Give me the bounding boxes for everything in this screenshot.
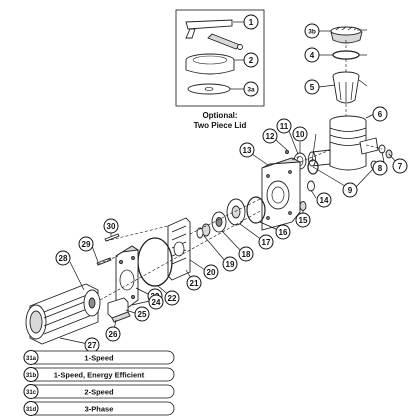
svg-text:27: 27: [88, 341, 97, 350]
svg-text:20: 20: [207, 268, 216, 277]
lid-ring-part: [185, 53, 235, 75]
svg-text:13: 13: [243, 146, 252, 155]
motor-option-31a: 31a 1-Speed: [23, 350, 175, 365]
callout-5: 5: [304, 79, 320, 95]
svg-text:1-Speed, Energy Efficient: 1-Speed, Energy Efficient: [54, 371, 145, 380]
svg-text:24: 24: [152, 298, 161, 307]
svg-text:6: 6: [378, 110, 383, 119]
callout-17: 17: [258, 234, 274, 250]
svg-text:30: 30: [107, 222, 116, 231]
motor-foot-part: [107, 297, 131, 323]
callout-10: 10: [292, 126, 308, 142]
callout-25: 25: [134, 306, 150, 322]
diffuser-oring-part: [246, 196, 266, 224]
callout-8: 8: [372, 160, 388, 176]
callout-2: 2: [243, 52, 259, 68]
svg-text:17: 17: [262, 238, 271, 247]
svg-text:19: 19: [226, 260, 235, 269]
svg-text:2-Speed: 2-Speed: [84, 388, 114, 397]
callout-7: 7: [392, 158, 408, 174]
motor-option-31d: 31d 3-Phase: [23, 401, 175, 416]
strainer-housing-part: [308, 115, 379, 171]
callout-1: 1: [243, 14, 259, 30]
svg-text:22: 22: [168, 294, 177, 303]
svg-text:26: 26: [109, 330, 118, 339]
svg-text:31a: 31a: [26, 356, 37, 362]
svg-text:11: 11: [280, 122, 289, 131]
lid-handle-part: [185, 19, 243, 50]
optional-caption-line2: Two Piece Lid: [194, 121, 247, 130]
svg-text:31b: 31b: [26, 373, 37, 379]
pump-body-part: [261, 157, 302, 231]
callout-29: 29: [78, 236, 94, 252]
motor-option-31c: 31c 2-Speed: [23, 384, 175, 399]
svg-text:18: 18: [242, 250, 251, 259]
svg-text:7: 7: [398, 162, 403, 171]
shaft-seal-part: [196, 223, 211, 239]
svg-text:1: 1: [249, 18, 254, 27]
motor-part: [25, 283, 101, 345]
svg-text:4: 4: [310, 51, 315, 60]
callout-14: 14: [316, 192, 332, 208]
svg-text:2: 2: [249, 56, 254, 65]
optional-caption-line1: Optional:: [202, 111, 237, 120]
motor-options-legend: 31a 1-Speed 31b 1-Speed, Energy Efficien…: [23, 350, 175, 416]
callout-15: 15: [295, 212, 311, 228]
svg-text:21: 21: [190, 279, 199, 288]
svg-text:9: 9: [348, 186, 353, 195]
callout-11: 11: [276, 118, 292, 134]
svg-text:3a: 3a: [247, 87, 255, 94]
svg-text:25: 25: [138, 310, 147, 319]
callout-3b: 3b: [304, 23, 320, 39]
callout-26: 26: [105, 326, 121, 342]
callout-13: 13: [239, 142, 255, 158]
svg-text:8: 8: [378, 164, 383, 173]
callout-24: 24: [148, 294, 164, 310]
svg-text:3b: 3b: [308, 29, 316, 36]
svg-text:3-Phase: 3-Phase: [85, 405, 114, 414]
callout-30: 30: [103, 218, 119, 234]
svg-text:10: 10: [296, 130, 305, 139]
callout-6: 6: [372, 106, 388, 122]
callout-3a: 3a: [243, 81, 259, 97]
callout-16: 16: [275, 224, 291, 240]
callout-20: 20: [203, 264, 219, 280]
svg-text:31d: 31d: [26, 407, 37, 413]
callout-22: 22: [164, 290, 180, 306]
assembly-axis-lines: [97, 144, 383, 301]
housing-oring-part: [137, 237, 173, 287]
motor-option-31b: 31b 1-Speed, Energy Efficient: [23, 367, 175, 382]
svg-text:16: 16: [279, 228, 288, 237]
svg-text:14: 14: [320, 196, 329, 205]
callout-9: 9: [342, 182, 358, 198]
svg-text:12: 12: [266, 132, 275, 141]
strainer-lid-stack: [330, 26, 363, 116]
svg-text:29: 29: [82, 240, 91, 249]
svg-text:28: 28: [59, 254, 68, 263]
callout-12: 12: [262, 128, 278, 144]
drain-fitting-parts: [299, 180, 315, 211]
callout-18: 18: [238, 246, 254, 262]
svg-text:31c: 31c: [26, 390, 37, 396]
callout-19: 19: [222, 256, 238, 272]
svg-text:5: 5: [310, 83, 315, 92]
svg-text:15: 15: [299, 216, 308, 225]
lid-disc-part: [187, 83, 231, 95]
impeller-part: [211, 211, 227, 233]
callout-4: 4: [304, 47, 320, 63]
svg-text:1-Speed: 1-Speed: [84, 354, 114, 363]
diffuser-part: [226, 198, 246, 226]
callout-21: 21: [186, 275, 202, 291]
callout-28: 28: [55, 250, 71, 266]
callout-27: 27: [84, 337, 100, 353]
callout-leaders: [59, 29, 397, 345]
motor-adapter-part: [115, 245, 140, 313]
